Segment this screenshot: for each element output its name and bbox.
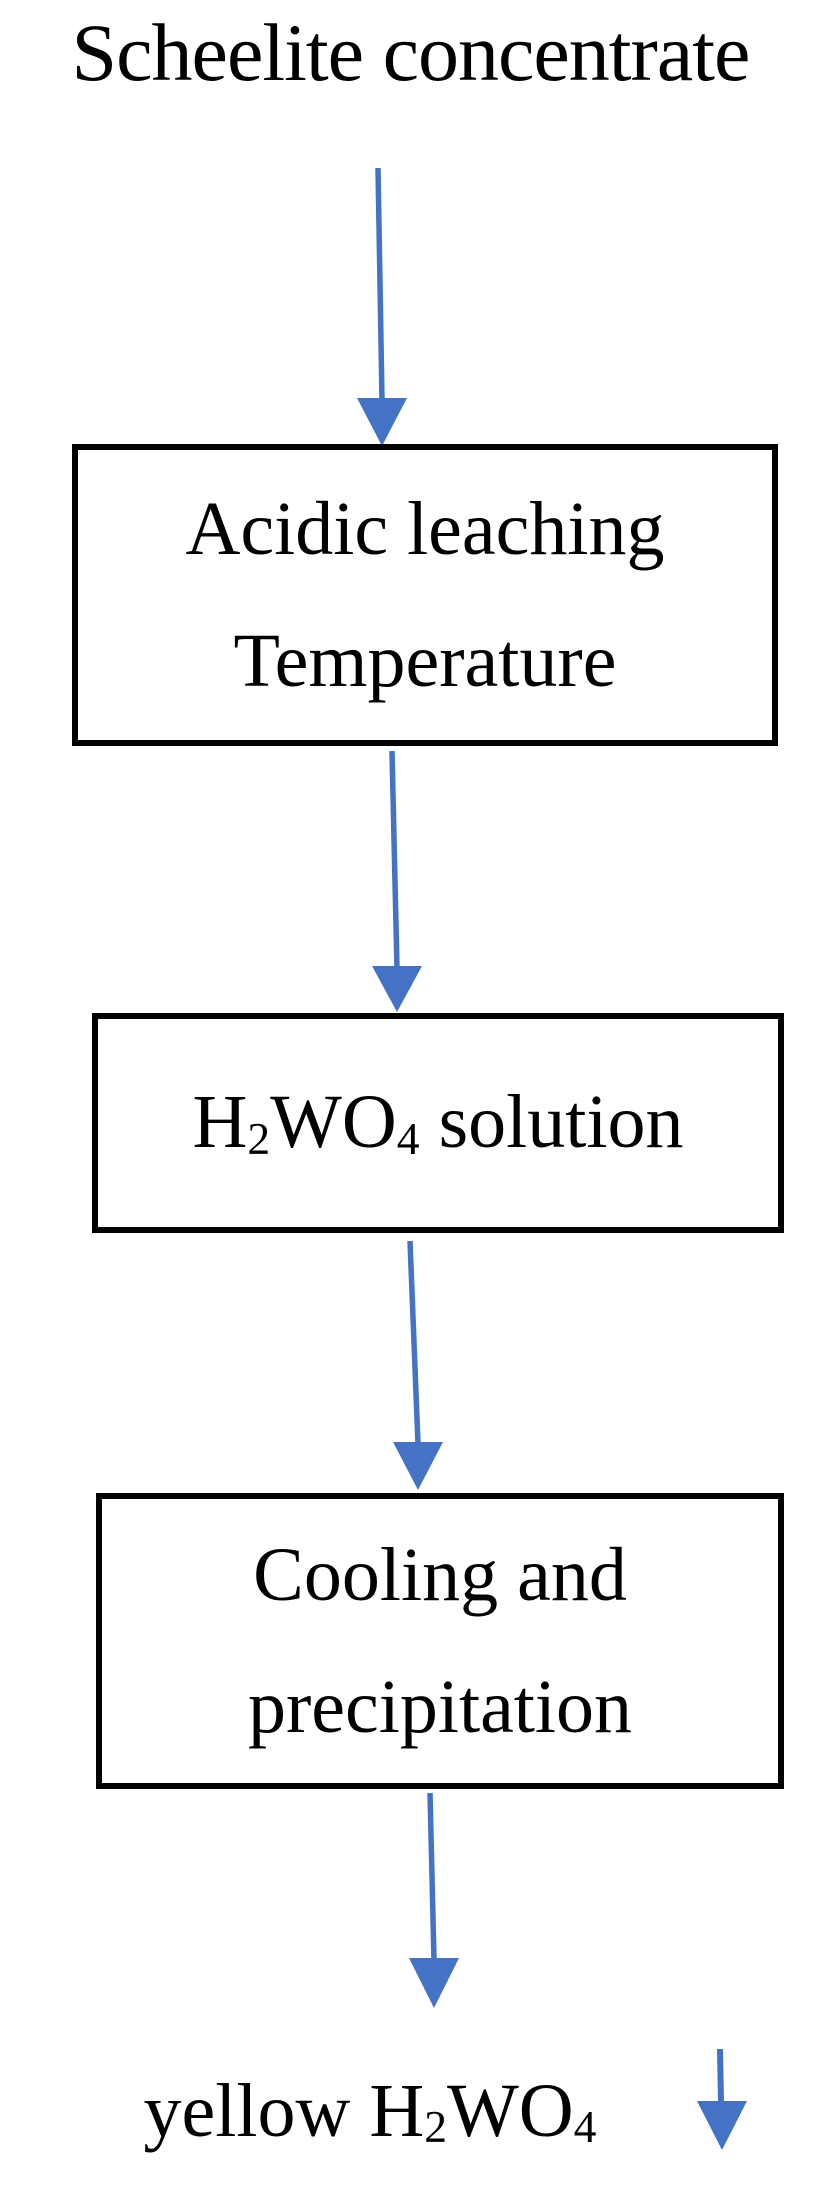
formula-text: yellow H — [143, 2069, 425, 2153]
flow-arrow-3-icon — [393, 1240, 443, 1490]
formula-subscript: 2 — [424, 2101, 448, 2153]
formula-subscript: 4 — [573, 2101, 597, 2153]
process-box-cooling-precipitation: Cooling and precipitation — [96, 1493, 784, 1789]
output-label: yellow H2WO4 — [60, 2068, 680, 2155]
box-label-line: Cooling and — [253, 1532, 627, 1617]
output-arrow-icon — [697, 2048, 747, 2150]
formula-text: solution — [419, 1080, 684, 1165]
box-label-line: H2WO4 solution — [192, 1077, 683, 1168]
process-box-h2wo4-solution: H2WO4 solution — [92, 1013, 784, 1233]
source-label: Scheelite concentrate — [71, 7, 751, 98]
formula-text: H — [192, 1080, 248, 1165]
formula-text: WO — [270, 1080, 397, 1165]
formula-subscript: 4 — [396, 1112, 420, 1164]
formula-text: WO — [447, 2069, 574, 2153]
flow-arrow-1-icon — [357, 167, 407, 446]
process-box-acidic-leaching: Acidic leaching Temperature — [72, 444, 778, 746]
box-label-line: precipitation — [247, 1665, 633, 1749]
box-label-line: Acidic leaching — [185, 486, 665, 571]
formula-subscript: 2 — [247, 1112, 271, 1164]
box-label-line: Temperature — [233, 619, 617, 703]
flow-arrow-2-icon — [372, 750, 422, 1012]
flow-arrow-4-icon — [409, 1792, 459, 2008]
